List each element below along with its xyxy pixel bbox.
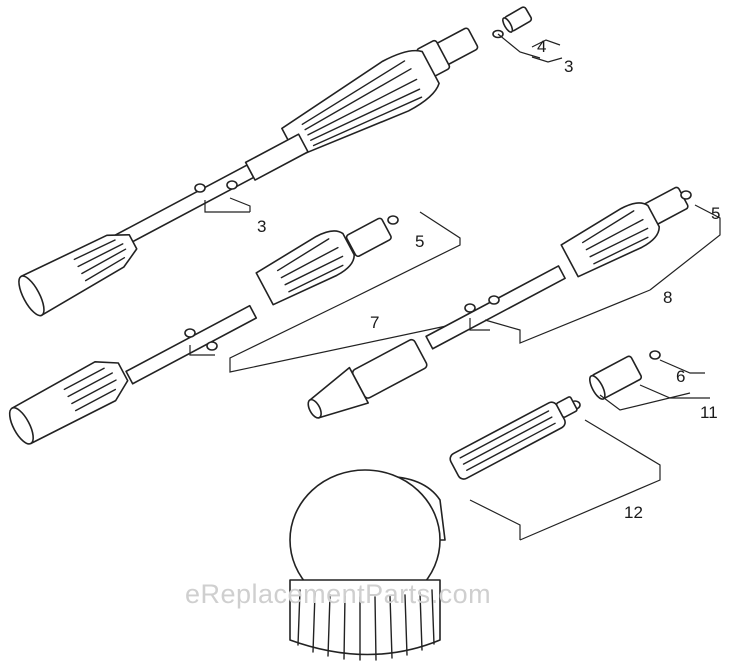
lance-8 — [307, 186, 692, 419]
callout-11: 11 — [700, 403, 718, 422]
o-ring-5b — [680, 190, 692, 200]
wash-brush — [289, 396, 581, 661]
callout-5-a: 5 — [415, 232, 424, 251]
callout-3-top: 3 — [564, 57, 573, 76]
o-ring-5a — [387, 215, 399, 225]
part-11-adapter — [589, 350, 661, 400]
watermark-text: eReplacementParts.com — [185, 579, 491, 609]
callout-12: 12 — [624, 503, 643, 522]
o-ring-6 — [649, 350, 661, 360]
lance-7 — [8, 215, 399, 445]
callout-4-3-leader — [497, 33, 563, 63]
callout-6: 6 — [676, 367, 685, 386]
lance-upper — [18, 27, 479, 317]
callout-7-leader — [189, 211, 466, 373]
callout-7: 7 — [370, 313, 379, 332]
callout-5-b: 5 — [711, 204, 720, 223]
callout-3-mid-leader — [204, 197, 251, 213]
callout-4: 4 — [537, 37, 546, 56]
part-4-fitting — [492, 6, 533, 39]
callout-6-11-leader — [599, 359, 710, 411]
callout-12-leader — [469, 419, 661, 541]
callout-8-leader — [469, 204, 721, 344]
callout-8: 8 — [663, 288, 672, 307]
callout-3-mid: 3 — [257, 217, 266, 236]
